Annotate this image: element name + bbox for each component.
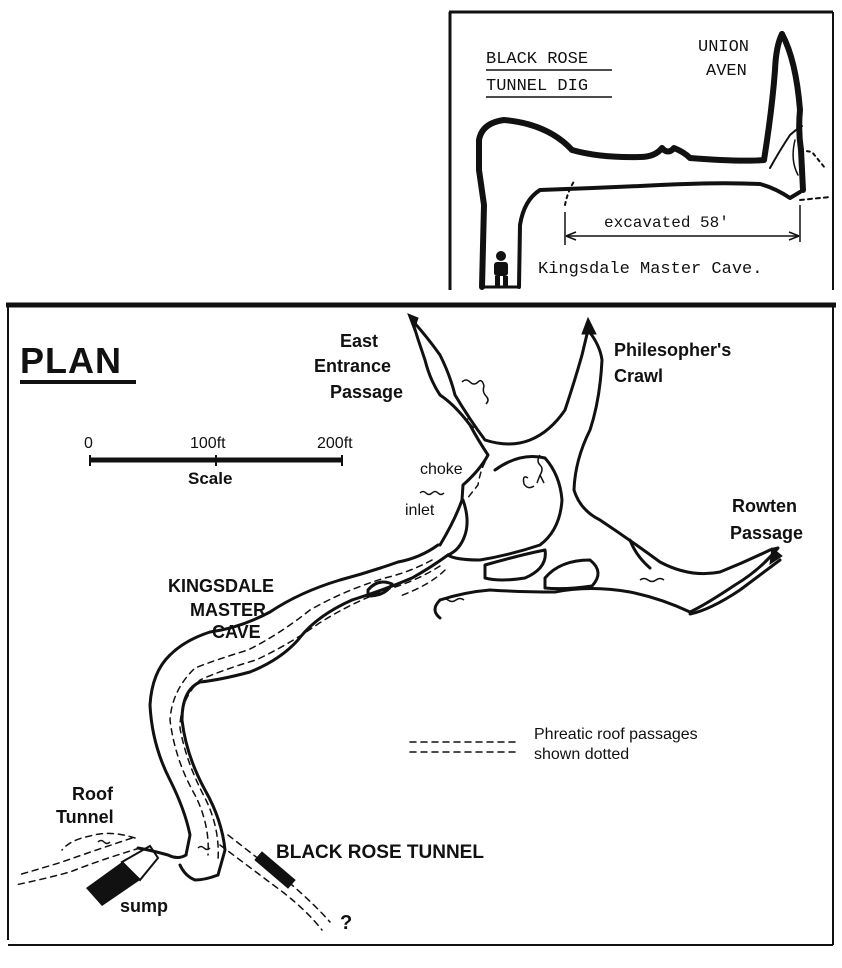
inlet-label: inlet xyxy=(405,502,435,519)
east-entrance-label-1: East xyxy=(340,331,379,351)
section-title-line1: BLACK ROSE xyxy=(486,50,589,69)
section-cave-name: Kingsdale Master Cave. xyxy=(538,260,763,279)
scale-caption: Scale xyxy=(188,469,233,488)
legend-label-1: Phreatic roof passages xyxy=(534,726,698,743)
legend-label-2: shown dotted xyxy=(534,746,630,763)
kingsdale-label-2: MASTER xyxy=(190,600,266,620)
kingsdale-label-3: CAVE xyxy=(212,622,261,642)
cave-passage-walls xyxy=(136,318,782,882)
scale-bar xyxy=(89,455,343,466)
philosophers-crawl-label-2: Crawl xyxy=(614,366,664,386)
sump-label: sump xyxy=(120,896,169,916)
black-rose-tunnel-label: BLACK ROSE TUNNEL xyxy=(276,842,484,863)
section-profile xyxy=(476,31,831,290)
choke-label: choke xyxy=(420,461,463,478)
phreatic-dotted-passages xyxy=(14,461,521,931)
east-entrance-label-3: Passage xyxy=(330,382,404,402)
east-entrance-label-2: Entrance xyxy=(314,356,392,376)
kingsdale-label-1: KINGSDALE xyxy=(168,576,275,596)
scale-tick-0: 0 xyxy=(84,435,93,452)
section-inset-frame xyxy=(448,10,834,290)
passage-end-arrows xyxy=(407,313,783,566)
union-aven-line2: AVEN xyxy=(706,62,747,81)
sump-pool xyxy=(86,844,160,906)
union-aven-line1: UNION xyxy=(698,38,750,57)
caver-figure-icon xyxy=(494,251,508,286)
philosophers-crawl-label-1: Philesopher's xyxy=(614,340,732,360)
black-rose-tunnel-dig xyxy=(254,851,296,889)
roof-tunnel-label-2: Tunnel xyxy=(56,807,114,827)
excavated-dimension xyxy=(564,205,801,245)
rowten-passage-label-2: Passage xyxy=(730,523,804,543)
plan-frame xyxy=(6,302,836,946)
plan-title: PLAN xyxy=(20,340,122,381)
stream-flow-symbols xyxy=(97,379,665,851)
question-mark-label: ? xyxy=(340,912,353,934)
roof-tunnel-label-1: Roof xyxy=(72,784,113,804)
section-title-line2: TUNNEL DIG xyxy=(486,77,589,96)
rowten-passage-label-1: Rowten xyxy=(732,496,797,516)
scale-tick-200ft: 200ft xyxy=(317,435,353,452)
excavated-label: excavated 58' xyxy=(604,214,729,232)
scale-tick-100ft: 100ft xyxy=(190,435,226,452)
